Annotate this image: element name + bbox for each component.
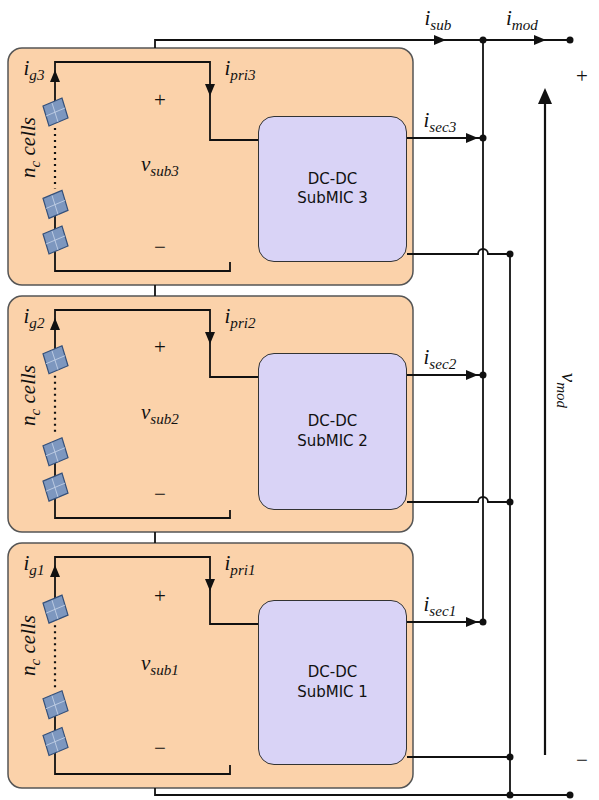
solar-cell bbox=[43, 727, 68, 755]
current-label: isec1 bbox=[424, 594, 457, 619]
arrow-head bbox=[534, 35, 546, 45]
junction-dot bbox=[567, 37, 574, 44]
current-label: isec3 bbox=[424, 110, 457, 135]
substring-panel: nc cells ig1 + vsub1 − ipri1DC-DC SubMIC 1 bbox=[8, 543, 413, 788]
solar-cell bbox=[43, 226, 68, 254]
cell-grid bbox=[46, 443, 65, 462]
arrow-head bbox=[466, 370, 478, 380]
arrow-head bbox=[538, 88, 552, 104]
polarity-sign: + bbox=[154, 337, 166, 358]
converter-label: DC-DC SubMIC 2 bbox=[283, 412, 383, 451]
dotted-wire bbox=[54, 625, 56, 689]
cell-grid bbox=[46, 732, 65, 751]
junction-dot bbox=[507, 792, 514, 799]
series-wire bbox=[154, 285, 156, 296]
solar-cell bbox=[43, 473, 68, 501]
voltage-label: vsub1 bbox=[141, 653, 179, 678]
current-label: isec2 bbox=[424, 347, 457, 372]
arrow-head bbox=[50, 318, 60, 330]
current-label: imod bbox=[506, 8, 538, 33]
cell-grid bbox=[46, 195, 65, 214]
cell-grid bbox=[46, 600, 65, 619]
arrow-head bbox=[466, 133, 478, 143]
arrow-head bbox=[205, 332, 215, 344]
wire bbox=[55, 204, 230, 271]
wire bbox=[407, 497, 510, 502]
solar-cell bbox=[43, 595, 68, 623]
current-label: ig2 bbox=[24, 306, 45, 331]
polarity-sign: − bbox=[154, 738, 166, 759]
arrow-head bbox=[50, 70, 60, 82]
wire bbox=[407, 756, 510, 758]
wire bbox=[55, 452, 230, 518]
cell-grid bbox=[46, 103, 65, 122]
cell-count: nc cells bbox=[18, 615, 43, 676]
current-label: ipri2 bbox=[225, 306, 256, 331]
substring-panel: nc cells ig2 + vsub2 − ipri2DC-DC SubMIC 2 bbox=[8, 296, 413, 532]
wire bbox=[55, 705, 230, 774]
dotted-wire bbox=[54, 376, 56, 436]
solar-cell bbox=[43, 691, 68, 719]
polarity-sign: + bbox=[154, 586, 166, 607]
substring-panel: nc cells ig3 + vsub3 − ipri3DC-DC SubMIC 3 bbox=[8, 48, 413, 285]
cell-count: nc cells bbox=[18, 117, 43, 178]
converter-label: DC-DC SubMIC 3 bbox=[283, 170, 383, 209]
cell-grid bbox=[46, 231, 65, 250]
polarity-sign: − bbox=[154, 484, 166, 505]
arrow-head bbox=[434, 35, 446, 45]
wire bbox=[407, 249, 510, 254]
converter-box: DC-DC SubMIC 3 bbox=[258, 116, 407, 262]
voltage-label: vsub2 bbox=[141, 402, 179, 427]
converter-box: DC-DC SubMIC 1 bbox=[258, 600, 407, 765]
voltage-label: vmod bbox=[554, 372, 579, 407]
current-label: ipri1 bbox=[225, 553, 256, 578]
junction-dot bbox=[480, 37, 487, 44]
cell-grid bbox=[46, 696, 65, 715]
wire bbox=[155, 40, 570, 48]
wire bbox=[509, 254, 511, 795]
current-label: ig1 bbox=[24, 553, 45, 578]
terminal-sign: − bbox=[576, 750, 588, 771]
arrow-head bbox=[205, 84, 215, 96]
voltage-arrow bbox=[544, 100, 546, 755]
cell-count: nc cells bbox=[18, 365, 43, 426]
current-label: ig3 bbox=[24, 58, 45, 83]
converter-box: DC-DC SubMIC 2 bbox=[258, 353, 407, 510]
terminal-sign: + bbox=[576, 66, 588, 87]
arrow-head bbox=[50, 565, 60, 577]
solar-cell bbox=[43, 190, 68, 218]
arrow-head bbox=[205, 579, 215, 591]
substring-panel bbox=[8, 543, 413, 788]
polarity-sign: + bbox=[154, 90, 166, 111]
junction-dot bbox=[567, 792, 574, 799]
wire bbox=[482, 40, 484, 622]
solar-cell bbox=[43, 98, 68, 126]
polarity-sign: − bbox=[154, 237, 166, 258]
current-label: isub bbox=[425, 8, 452, 33]
converter-label: DC-DC SubMIC 1 bbox=[283, 663, 383, 702]
arrow-head bbox=[466, 617, 478, 627]
current-label: ipri3 bbox=[225, 58, 256, 83]
dotted-wire bbox=[54, 128, 56, 188]
substring-panel bbox=[8, 296, 413, 532]
cell-grid bbox=[46, 478, 65, 497]
substring-panel bbox=[8, 48, 413, 285]
voltage-label: vsub3 bbox=[141, 154, 179, 179]
solar-cell bbox=[43, 438, 68, 466]
series-wire bbox=[154, 532, 156, 543]
solar-cell bbox=[43, 346, 68, 374]
cell-grid bbox=[46, 351, 65, 370]
